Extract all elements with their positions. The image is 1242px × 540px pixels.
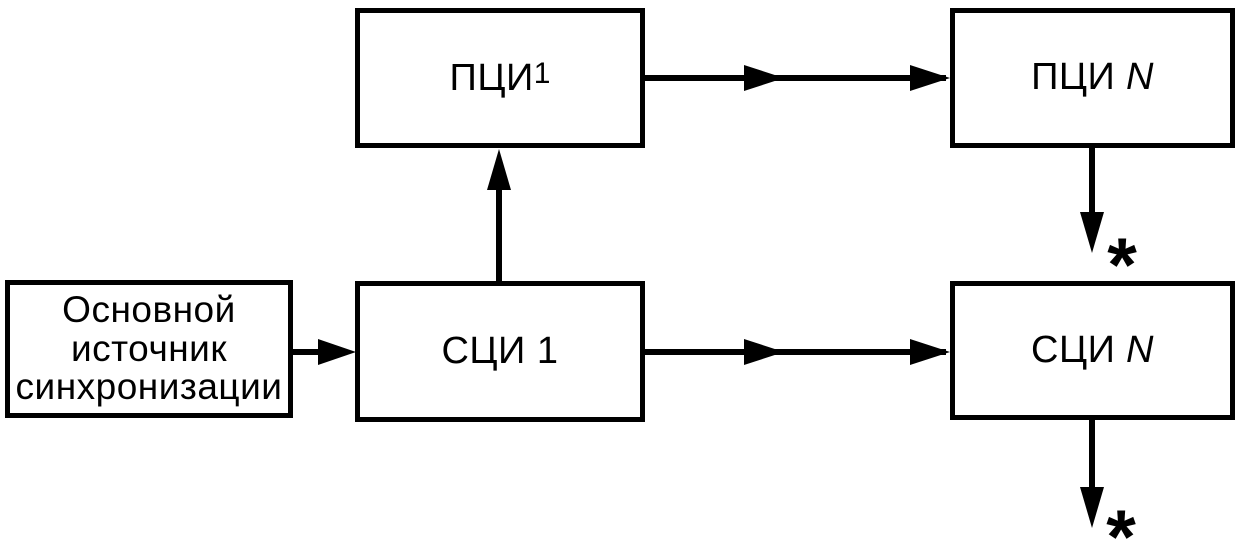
- arrow-pdh1-to-pdhn-endhead: [910, 65, 950, 91]
- arrow-pdhn-to-footnote-head: [1080, 212, 1104, 253]
- box-pdh-1-label-index: 1: [533, 56, 551, 90]
- box-pdh-1-label: ПЦИ1: [450, 58, 551, 99]
- box-sync-source-line1: Основной: [62, 289, 236, 331]
- arrow-sdh1-to-sdhn: [645, 339, 950, 365]
- arrow-sdhn-to-footnote: *: [1080, 420, 1136, 540]
- box-sync-source: Основной источник синхронизации: [5, 280, 293, 418]
- box-pdh-1-label-text: ПЦИ: [449, 56, 534, 99]
- box-sync-source-line3: синхронизации: [15, 366, 283, 408]
- box-sync-source-label: Основной источник синхронизации: [15, 289, 283, 408]
- arrow-sdhn-to-footnote-head: [1080, 487, 1104, 528]
- box-sdh-1: СЦИ 1: [355, 281, 645, 422]
- arrow-sdh1-to-sdhn-midhead: [744, 339, 784, 365]
- box-sync-source-line2: источник: [70, 327, 228, 369]
- box-sdh-1-label: СЦИ 1: [441, 329, 559, 372]
- box-sdh-n-label-suffix: N: [1126, 328, 1154, 371]
- arrow-sdh1-to-pdh1-head: [487, 149, 511, 190]
- box-pdh-n-label-text: ПЦИ: [1031, 56, 1116, 99]
- arrow-source-to-sdh1: [291, 339, 356, 365]
- arrow-sdh1-to-sdhn-endhead: [910, 339, 950, 365]
- arrow-pdh1-to-pdhn: [645, 65, 950, 91]
- arrow-source-to-sdh1-head: [318, 339, 356, 365]
- arrow-pdh1-to-pdhn-midhead: [744, 65, 784, 91]
- arrow-sdh1-to-pdh1: [487, 149, 511, 282]
- box-sdh-n-label-text: СЦИ: [1031, 328, 1116, 371]
- asterisk-icon: *: [1106, 495, 1136, 540]
- box-pdh-1: ПЦИ1: [355, 8, 645, 148]
- box-pdh-n-label-suffix: N: [1125, 56, 1154, 99]
